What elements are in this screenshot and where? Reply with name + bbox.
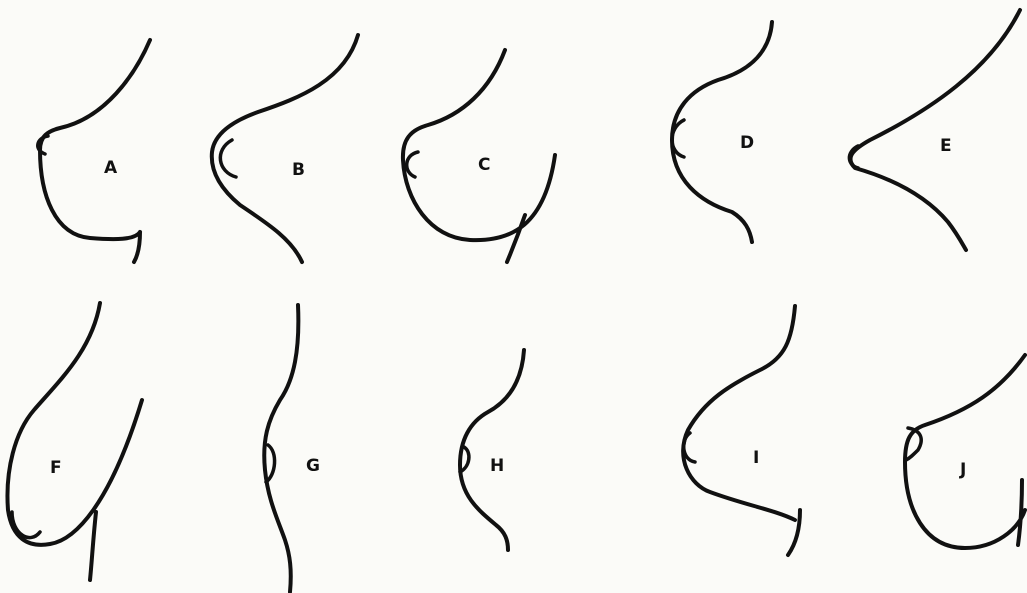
label-b: B	[292, 162, 305, 179]
shape-j	[905, 355, 1025, 548]
shape-b	[212, 35, 358, 262]
label-c: C	[478, 157, 490, 174]
label-g: G	[306, 458, 320, 475]
shape-f	[7, 303, 142, 580]
shape-d	[672, 22, 772, 242]
label-a: A	[104, 160, 117, 177]
shape-e	[849, 10, 1020, 250]
label-j: J	[960, 462, 966, 479]
label-h: H	[490, 458, 504, 475]
shape-i	[683, 306, 800, 555]
label-d: D	[740, 135, 754, 152]
shape-a	[38, 40, 150, 262]
shape-g	[264, 305, 298, 592]
shape-h	[460, 350, 524, 550]
label-e: E	[940, 138, 952, 155]
label-f: F	[50, 460, 62, 477]
label-i: I	[753, 450, 759, 467]
